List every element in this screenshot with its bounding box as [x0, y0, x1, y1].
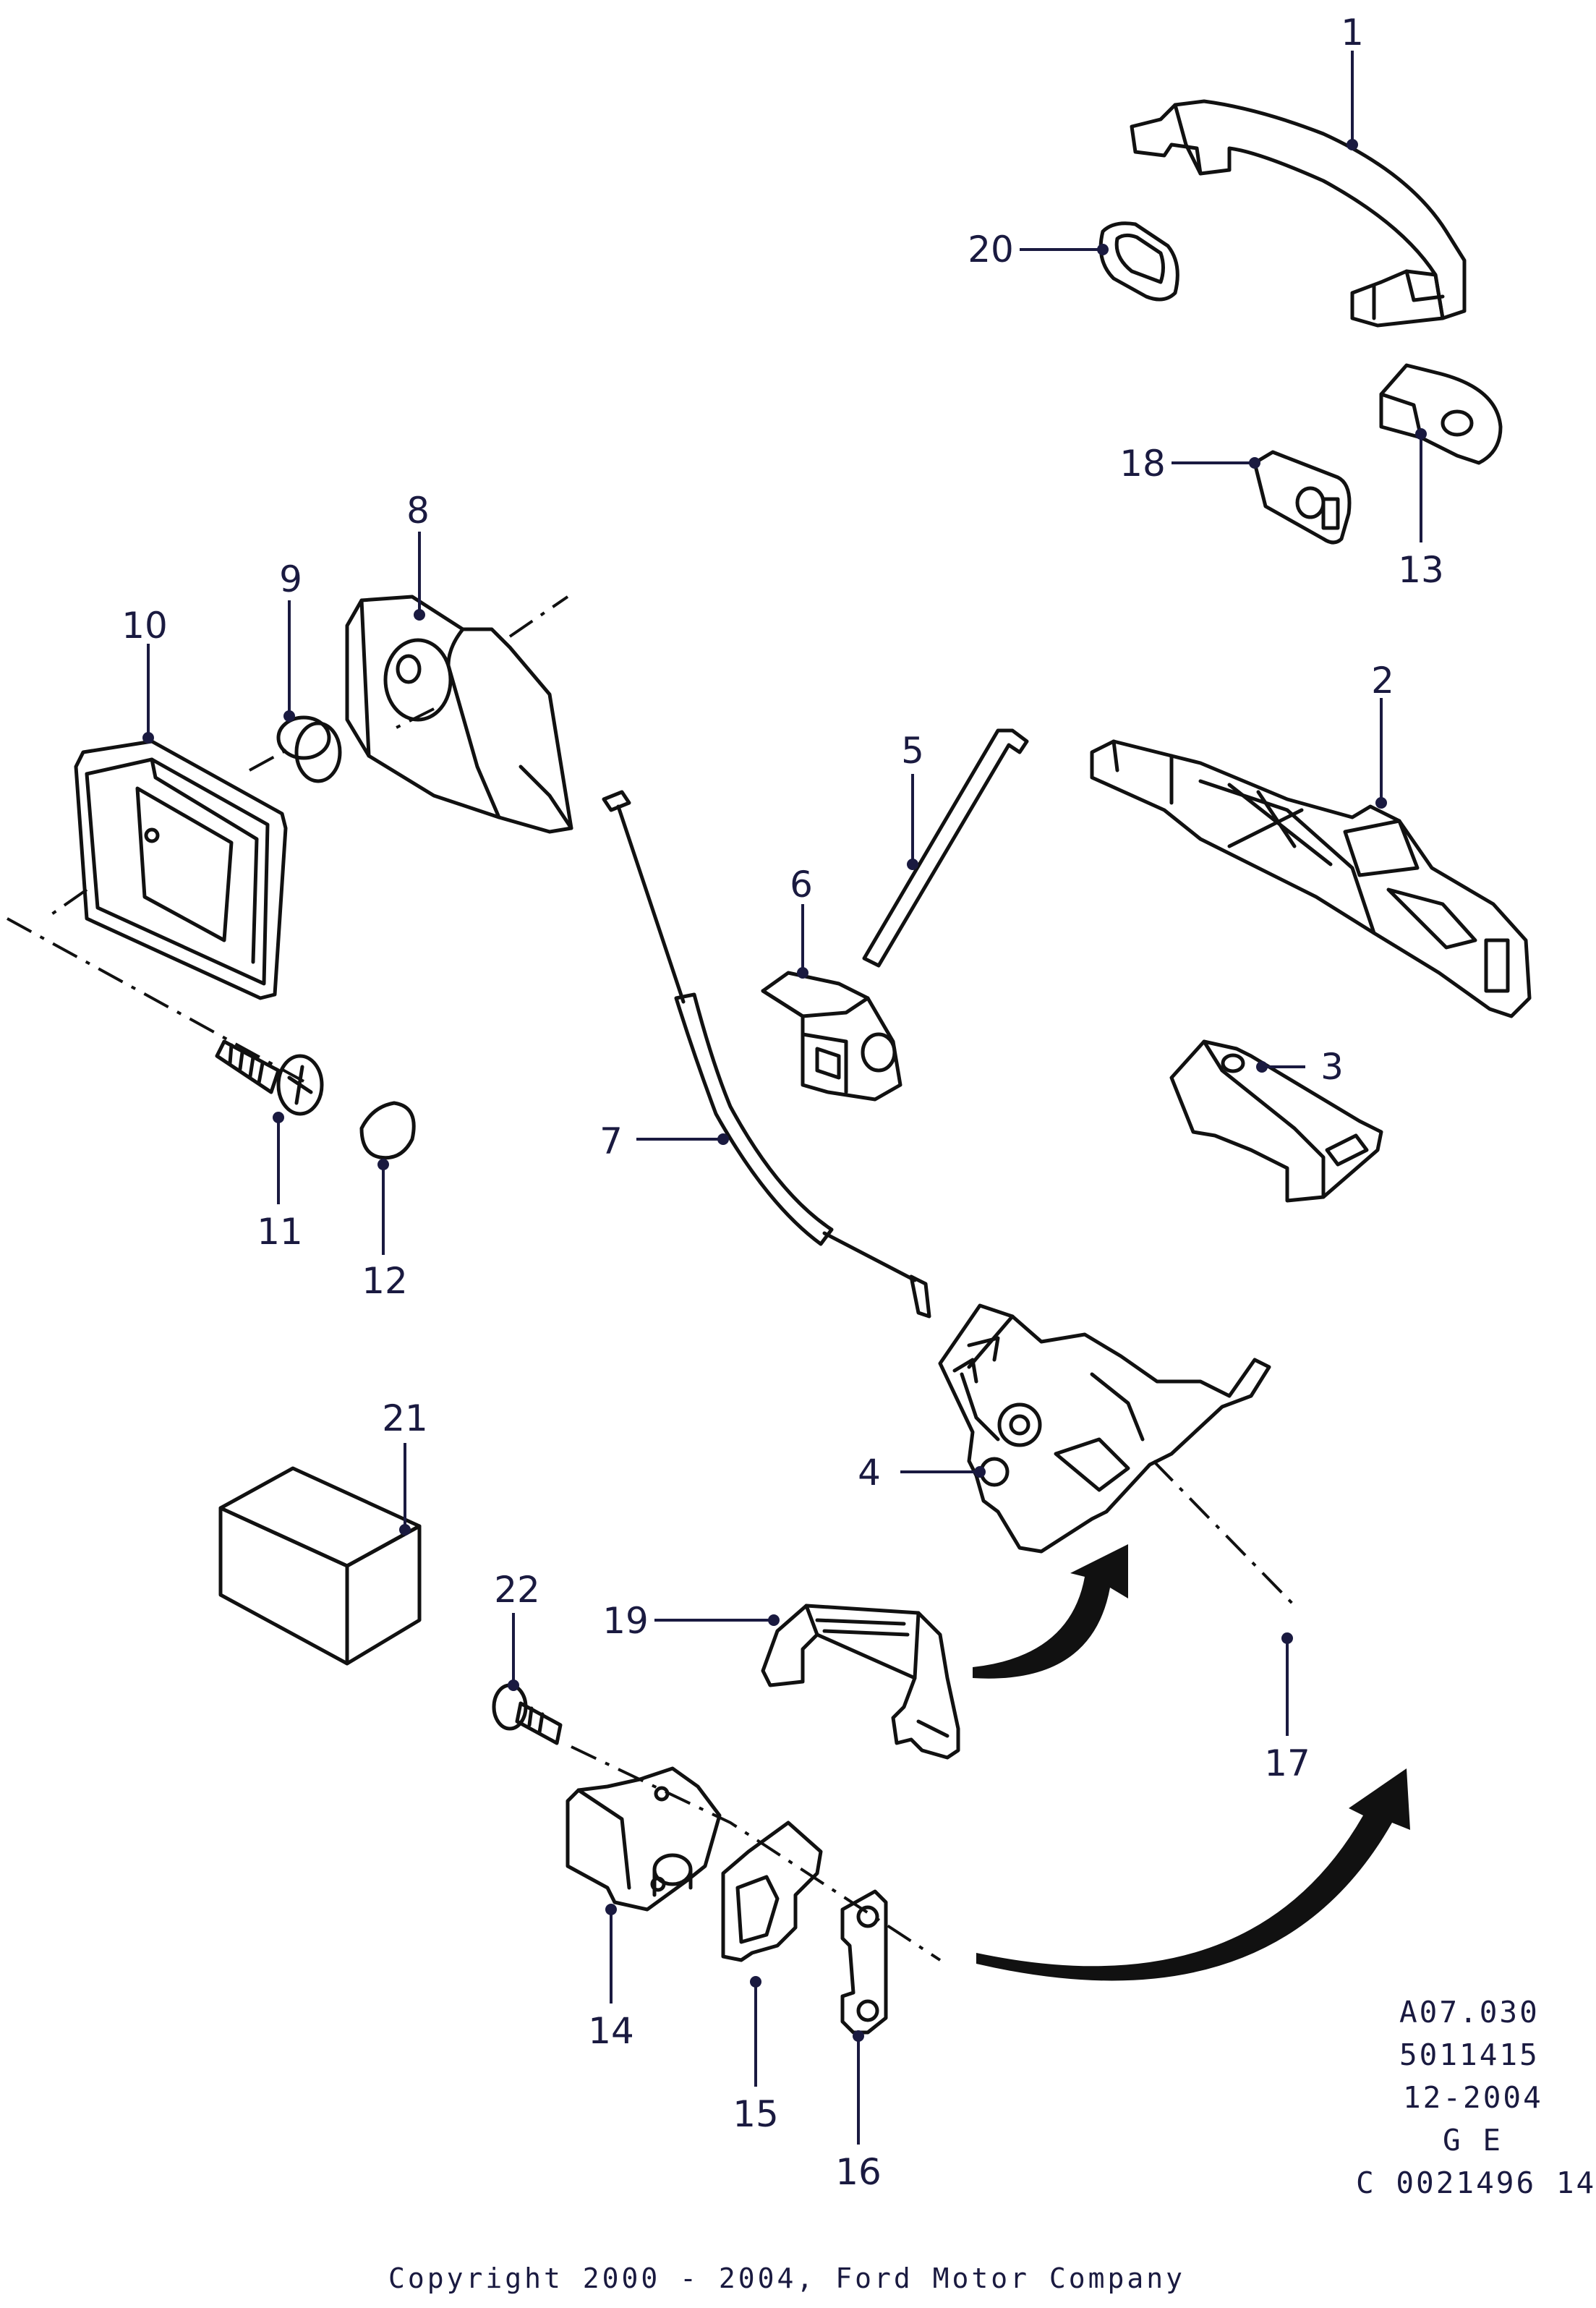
callout-6: 6	[790, 864, 813, 906]
info-number: 5011415	[1399, 2037, 1540, 2072]
part-16-striker	[840, 1889, 888, 2035]
leader-lines	[142, 51, 1427, 2145]
part-7-cable	[602, 790, 931, 1319]
callout-10: 10	[121, 605, 168, 647]
part-13-end-cap	[1379, 363, 1503, 465]
info-date: 12-2004	[1403, 2080, 1543, 2115]
callout-21: 21	[382, 1397, 428, 1439]
callout-7: 7	[599, 1120, 623, 1162]
arrow-to-screw	[976, 1768, 1410, 1981]
part-14-striker-base	[566, 1766, 722, 1912]
callout-15: 15	[733, 2093, 779, 2135]
part-9-grommet	[276, 715, 342, 783]
part-18-cylinder-cover	[1253, 450, 1352, 545]
copyright-notice: Copyright 2000 - 2004, Ford Motor Compan…	[388, 2262, 1185, 2294]
callout-3: 3	[1320, 1046, 1344, 1088]
info-ref: A07.030	[1399, 1995, 1540, 2030]
callout-labels: 1 20 18 13 8 9 10 2 5 6 3 7 11 12 21 4 2…	[121, 12, 1444, 2193]
callout-8: 8	[406, 490, 430, 532]
callout-13: 13	[1398, 549, 1444, 591]
part-22-screw	[492, 1683, 563, 1745]
part-10-inner-bezel	[74, 739, 288, 1000]
callout-5: 5	[901, 730, 924, 772]
part-21-box	[218, 1466, 422, 1666]
part-20-handle-gasket	[1098, 221, 1179, 302]
part-3-release-lever	[1169, 1039, 1383, 1203]
part-1-outer-handle	[1130, 99, 1467, 328]
part-6-clip	[761, 971, 902, 1102]
part-19-latch-cover	[761, 1604, 960, 1760]
part-5-rod	[862, 728, 1029, 968]
callout-16: 16	[835, 2151, 882, 2193]
info-lang: G E	[1443, 2123, 1503, 2158]
info-code: C 0021496 14	[1356, 2166, 1596, 2200]
part-8-bezel-housing	[345, 595, 573, 834]
part-12-screw-cap	[359, 1101, 416, 1160]
part-4-door-latch	[938, 1303, 1271, 1554]
part-11-screw	[215, 1039, 324, 1116]
callout-20: 20	[968, 229, 1014, 271]
arrow-to-latch	[973, 1544, 1128, 1679]
callout-4: 4	[858, 1452, 881, 1494]
assembly-lines	[7, 595, 1300, 1962]
callout-9: 9	[279, 558, 302, 600]
assembly-arrows	[973, 1544, 1410, 1981]
callout-19: 19	[602, 1600, 649, 1642]
callout-14: 14	[588, 2010, 634, 2052]
callout-11: 11	[257, 1211, 303, 1253]
part-15-plate	[721, 1821, 823, 1962]
part-2-handle-frame	[1090, 739, 1532, 1018]
callout-2: 2	[1371, 660, 1394, 702]
callout-1: 1	[1341, 12, 1364, 54]
callout-17: 17	[1264, 1742, 1310, 1784]
callout-18: 18	[1119, 443, 1166, 485]
callout-12: 12	[362, 1260, 408, 1302]
callout-22: 22	[494, 1569, 540, 1611]
